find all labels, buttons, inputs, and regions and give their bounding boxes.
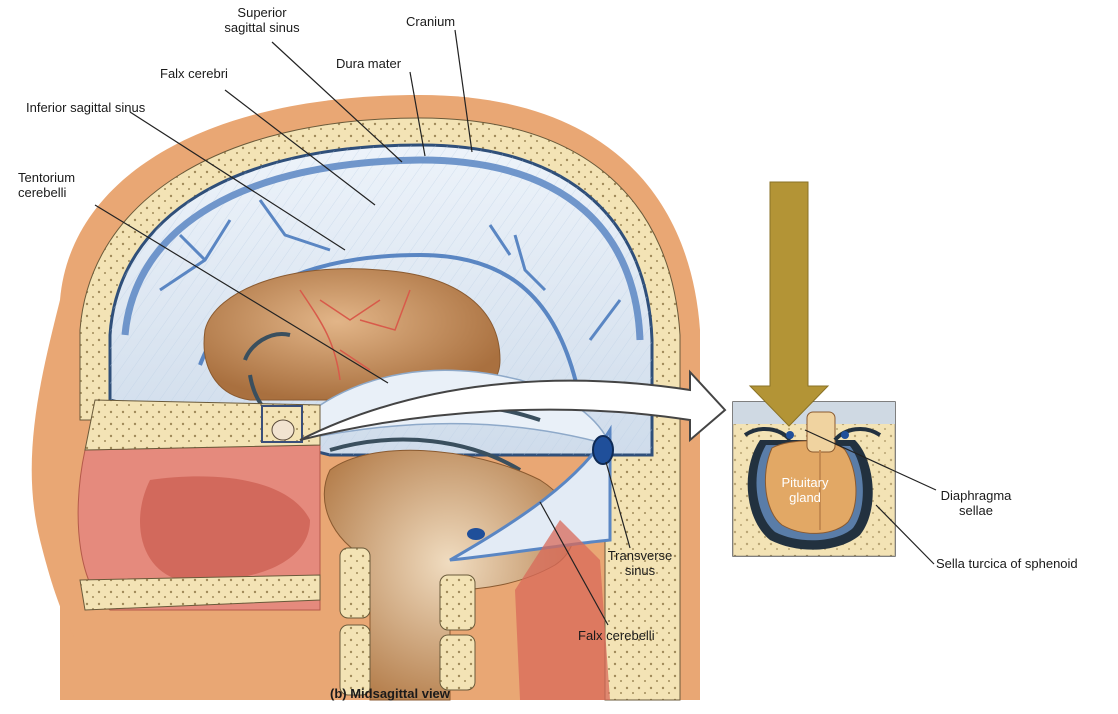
callout-arrow bbox=[299, 369, 727, 443]
cerebral-arteries bbox=[299, 289, 411, 381]
leader-lines bbox=[94, 29, 937, 626]
label-falx-cerebri: Falx cerebri bbox=[160, 66, 228, 81]
label-line: Transverse bbox=[607, 548, 673, 563]
pituitary-small bbox=[271, 419, 295, 441]
cervical-vertebrae bbox=[339, 547, 476, 696]
label-line: cerebelli bbox=[18, 185, 67, 200]
label-diaphragma-sellae: Diaphragma sellae bbox=[926, 488, 1026, 518]
falx-cerebelli bbox=[449, 424, 612, 562]
transverse-sinus bbox=[592, 435, 614, 465]
label-line: Pituitary bbox=[781, 475, 829, 490]
label-dura-mater: Dura mater bbox=[336, 56, 402, 71]
figure-caption: (b) Midsagittal view bbox=[330, 686, 450, 701]
dural-veins bbox=[159, 199, 622, 341]
label-line: Tentorium bbox=[18, 170, 76, 185]
superior-sagittal-sinus bbox=[121, 156, 644, 341]
label-line: sellae bbox=[959, 503, 993, 518]
label-line: sagittal sinus bbox=[224, 20, 300, 35]
label-transverse-sinus: Transverse sinus bbox=[595, 548, 685, 578]
hard-palate bbox=[79, 574, 321, 611]
label-tentorium-cerebelli: Tentorium cerebelli bbox=[18, 170, 75, 200]
label-line: Diaphragma bbox=[940, 488, 1012, 503]
label-inferior-sagittal-sinus: Inferior sagittal sinus bbox=[26, 100, 146, 115]
label-line: sinus bbox=[624, 563, 656, 578]
pointer-arrow-gold bbox=[748, 181, 830, 427]
label-line: Superior bbox=[237, 5, 287, 20]
label-line: gland bbox=[789, 490, 821, 505]
sella-box-small bbox=[261, 405, 303, 443]
label-superior-sagittal-sinus: Superior sagittal sinus bbox=[207, 5, 317, 35]
label-sella-turcica: Sella turcica of sphenoid bbox=[936, 556, 1078, 571]
inset-panel bbox=[732, 401, 896, 557]
label-pituitary-gland: Pituitary gland bbox=[775, 475, 835, 505]
cerebrum bbox=[203, 268, 501, 402]
label-falx-cerebelli: Falx cerebelli bbox=[578, 628, 655, 643]
label-cranium: Cranium bbox=[406, 14, 456, 29]
